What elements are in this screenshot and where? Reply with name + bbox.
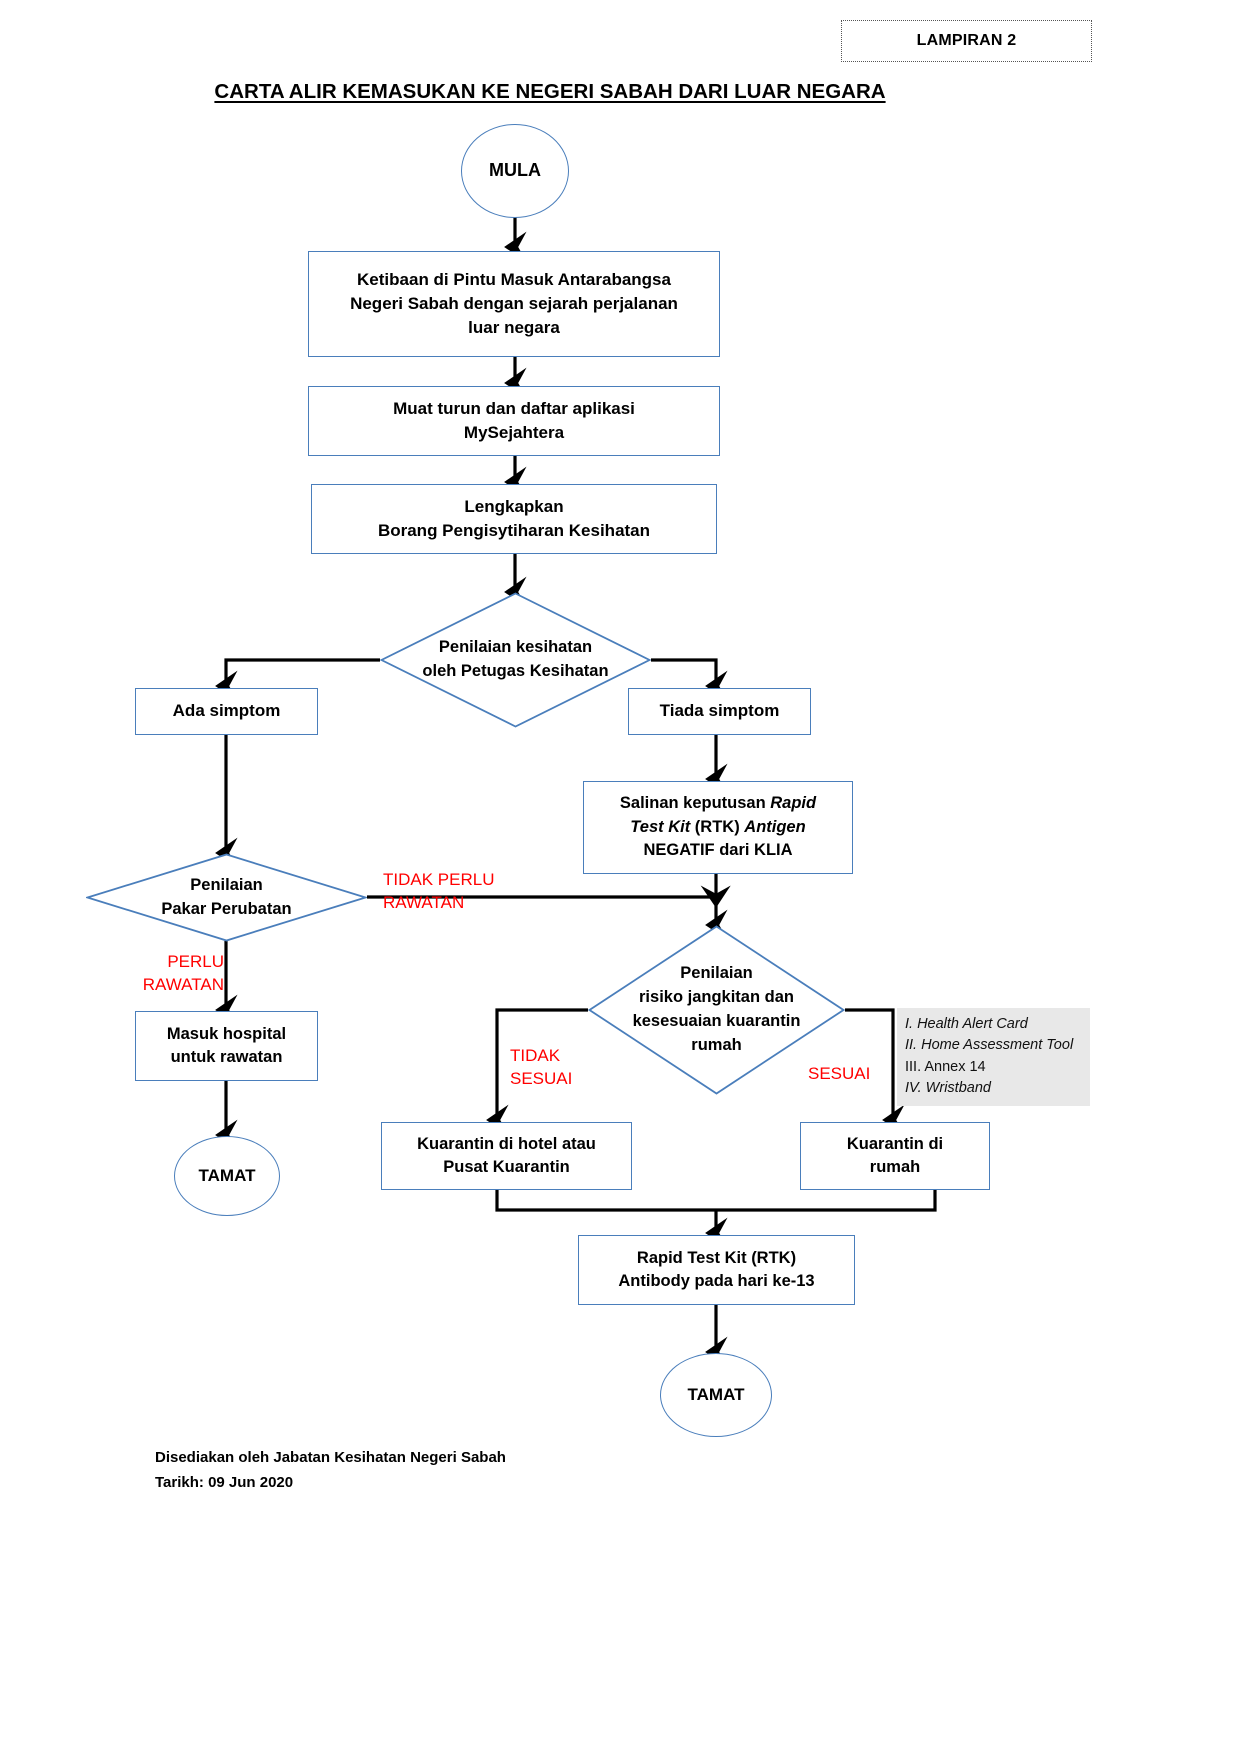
annotation-item-2: II. Home Assessment Tool: [905, 1037, 1074, 1054]
page-title: CARTA ALIR KEMASUKAN KE NEGERI SABAH DAR…: [214, 80, 886, 103]
node-kuarantin-hotel-line1: Kuarantin di hotel atau: [417, 1134, 596, 1153]
node-kuarantin-rumah-line1: Kuarantin di: [846, 1134, 944, 1153]
node-penilaian-risiko-line2: risiko jangkitan dan: [639, 988, 794, 1007]
node-arrival-line3: luar negara: [468, 318, 560, 338]
edge-label-sesuai: SESUAI: [808, 1064, 871, 1083]
node-borang: Lengkapkan Borang Pengisytiharan Kesihat…: [311, 484, 717, 554]
node-ada-simptom-label: Ada simptom: [172, 701, 281, 721]
node-mysejahtera: Muat turun dan daftar aplikasi MySejahte…: [308, 386, 720, 456]
rtk-antigen-text-d: (RTK): [690, 817, 745, 836]
node-penilaian-risiko-line1: Penilaian: [680, 964, 753, 983]
node-rtk-antibody-line2: Antibody pada hari ke-13: [618, 1272, 815, 1290]
node-arrival: Ketibaan di Pintu Masuk Antarabangsa Neg…: [308, 251, 720, 357]
node-masuk-hospital-line2: untuk rawatan: [170, 1048, 283, 1066]
node-rtk-antigen-line1: Salinan keputusan Rapid: [620, 792, 816, 815]
node-penilaian-risiko: Penilaian risiko jangkitan dan kesesuaia…: [588, 925, 845, 1095]
node-penilaian-kesihatan-line2: oleh Petugas Kesihatan: [422, 662, 609, 680]
rtk-antigen-text-c: Test Kit: [630, 817, 691, 836]
node-tamat-left: TAMAT: [174, 1136, 280, 1216]
node-arrival-line1: Ketibaan di Pintu Masuk Antarabangsa: [357, 269, 671, 289]
node-arrival-line2: Negeri Sabah dengan sejarah perjalanan: [350, 293, 678, 313]
node-rtk-antigen-line2: Test Kit (RTK) Antigen: [630, 816, 805, 839]
node-mula: MULA: [461, 124, 569, 218]
footer: Disediakan oleh Jabatan Kesihatan Negeri…: [155, 1446, 506, 1496]
annotation-item-1: I. Health Alert Card: [905, 1016, 1028, 1032]
annotation-list: I. Health Alert Card II. Home Assessment…: [897, 1008, 1090, 1107]
diamond-shape: [588, 925, 845, 1095]
rtk-antigen-text-e: Antigen: [744, 817, 806, 836]
node-penilaian-risiko-line3: kesesuaian kuarantin: [632, 1012, 801, 1030]
node-penilaian-kesihatan-line1: Penilaian kesihatan: [438, 638, 593, 657]
lampiran-tag-label: LAMPIRAN 2: [916, 32, 1017, 49]
node-borang-line2: Borang Pengisytiharan Kesihatan: [377, 521, 651, 540]
rtk-antigen-text-a: Salinan keputusan: [619, 794, 771, 813]
edge-label-perlu-rawatan: PERLU RAWATAN: [142, 952, 224, 995]
annotation-item-4: IV. Wristband: [905, 1079, 991, 1096]
node-tiada-simptom-label: Tiada simptom: [659, 701, 780, 721]
node-penilaian-kesihatan: Penilaian kesihatan oleh Petugas Kesihat…: [380, 592, 651, 728]
diamond-shape: [380, 592, 651, 728]
node-penilaian-pakar: Penilaian Pakar Perubatan: [86, 853, 367, 942]
node-mula-label: MULA: [489, 160, 541, 181]
footer-prepared-by: Disediakan oleh Jabatan Kesihatan Negeri…: [155, 1449, 506, 1466]
node-tamat-bottom: TAMAT: [660, 1353, 772, 1437]
node-penilaian-pakar-line1: Penilaian: [190, 875, 263, 894]
node-masuk-hospital-line1: Masuk hospital: [166, 1024, 287, 1043]
node-masuk-hospital: Masuk hospital untuk rawatan: [135, 1011, 318, 1081]
annotation-item-3: III. Annex 14: [905, 1058, 986, 1075]
node-rtk-antigen-line3: NEGATIF dari KLIA: [643, 841, 793, 860]
node-borang-line1: Lengkapkan: [464, 496, 564, 516]
node-kuarantin-hotel: Kuarantin di hotel atau Pusat Kuarantin: [381, 1122, 632, 1190]
node-rtk-antibody: Rapid Test Kit (RTK) Antibody pada hari …: [578, 1235, 855, 1305]
footer-date: Tarikh: 09 Jun 2020: [155, 1473, 294, 1491]
node-tiada-simptom: Tiada simptom: [628, 688, 811, 735]
node-ada-simptom: Ada simptom: [135, 688, 318, 735]
edge-label-tidak-sesuai: TIDAK SESUAI: [510, 1046, 573, 1089]
node-kuarantin-hotel-line2: Pusat Kuarantin: [443, 1158, 570, 1176]
node-kuarantin-rumah-line2: rumah: [869, 1158, 921, 1176]
diamond-shape: [86, 853, 367, 942]
lampiran-tag: LAMPIRAN 2: [841, 20, 1092, 62]
node-tamat-left-label: TAMAT: [198, 1165, 256, 1185]
node-rtk-antibody-line1: Rapid Test Kit (RTK): [636, 1248, 797, 1267]
rtk-antigen-text-b: Rapid: [770, 794, 817, 813]
node-kuarantin-rumah: Kuarantin di rumah: [800, 1122, 990, 1190]
node-penilaian-pakar-line2: Pakar Perubatan: [161, 899, 292, 918]
edge-label-tidak-perlu-rawatan: TIDAK PERLU RAWATAN: [383, 870, 495, 913]
node-mysejahtera-line1: Muat turun dan daftar aplikasi: [393, 398, 635, 418]
node-mysejahtera-line2: MySejahtera: [463, 423, 565, 442]
node-penilaian-risiko-line4: rumah: [691, 1035, 742, 1054]
node-rtk-antigen: Salinan keputusan Rapid Test Kit (RTK) A…: [583, 781, 853, 874]
node-tamat-bottom-label: TAMAT: [687, 1384, 745, 1404]
